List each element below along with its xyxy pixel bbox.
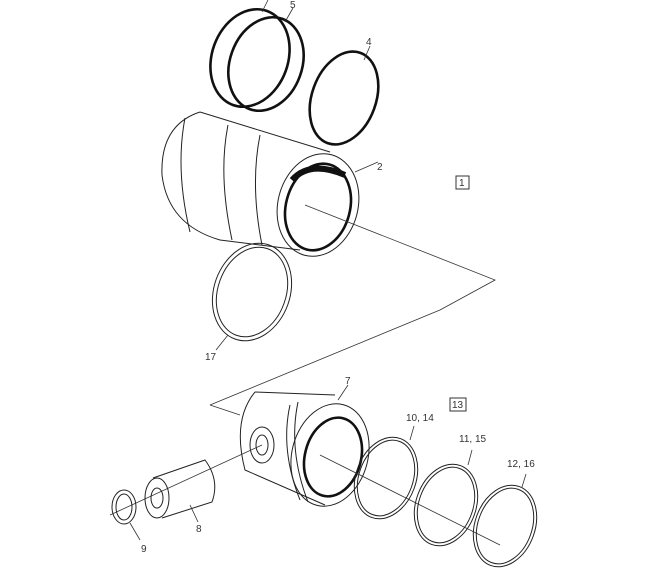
circlip (111, 489, 141, 541)
piston-pin (144, 459, 216, 523)
piston-ring-12-16 (472, 473, 538, 568)
callout-8: 8 (196, 524, 202, 535)
group-leader-1 (209, 204, 496, 406)
o-ring-4 (308, 45, 380, 146)
piston-ring-10-14 (353, 425, 419, 520)
callout-5: 5 (290, 0, 296, 11)
piston-ring-11-15 (413, 449, 479, 547)
callout-12-16: 12, 16 (507, 459, 535, 470)
callout-1-boxed: 1 (459, 178, 465, 189)
cylinder-liner (161, 111, 379, 257)
callout-4: 4 (366, 37, 372, 48)
piston (239, 384, 370, 507)
callout-10-14: 10, 14 (406, 413, 434, 424)
callout-17: 17 (205, 352, 217, 363)
o-ring-pair (209, 0, 305, 113)
callout-2: 2 (377, 162, 383, 173)
seal-ring-17 (211, 242, 293, 351)
callout-7: 7 (345, 376, 351, 387)
callout-13-boxed: 13 (452, 400, 464, 411)
callout-9: 9 (141, 544, 147, 555)
callout-11-15: 11, 15 (459, 434, 486, 445)
